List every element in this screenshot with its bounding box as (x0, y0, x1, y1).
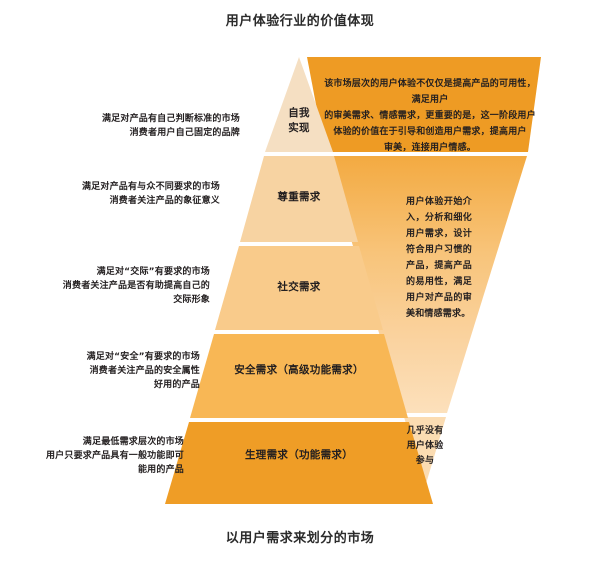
pyramid-shape (165, 57, 433, 504)
note-line-2: 用户只要求产品具有一般功能即可 (45, 451, 184, 461)
pyramid-tier-label-2: 尊重需求 (277, 191, 321, 203)
funnel-bottom-line-1: 几乎没有 (406, 426, 444, 436)
note-line-2: 消费者关注产品的象征意义 (109, 196, 220, 206)
pyramid-tier-2 (240, 156, 358, 242)
pyramid-tier-5 (165, 422, 433, 504)
funnel-segment-middle (326, 156, 527, 413)
funnel-note-bottom: 几乎没有 用户体验 参与 (396, 424, 454, 469)
note-social: 满足对“交际”有要求的市场 消费者关注产品是否有助提高自己的 交际形象 (10, 265, 210, 307)
note-line-1: 满足对产品有自己判断标准的市场 (101, 114, 240, 124)
note-line-2: 消费者用户自己固定的品牌 (129, 128, 240, 138)
note-line-2: 消费者关注产品是否有助提高自己的 (62, 281, 210, 291)
funnel-top-line-1: 该市场层次的用户体验不仅仅是提高产品的可用性，满足用户 (324, 79, 536, 105)
note-line-1: 满足对产品有与众不同要求的市场 (81, 182, 220, 192)
pyramid-tier-1 (265, 57, 333, 152)
page-title: 用户体验行业的价值体现 (225, 14, 375, 29)
note-line-1: 满足对“安全”有要求的市场 (86, 352, 200, 362)
funnel-segment-top (307, 57, 541, 152)
funnel-note-middle: 用户体验开始介入，分析和细化用户需求，设计符合用户习惯的产品，提高产品的易用性，… (406, 197, 472, 319)
pyramid-tier-label-1: 自我 实现 (268, 106, 330, 136)
note-esteem: 满足对产品有与众不同要求的市场 消费者关注产品的象征意义 (20, 180, 220, 208)
note-line-3: 交际形象 (173, 295, 210, 305)
note-line-3: 好用的产品 (153, 380, 200, 390)
funnel-shape (307, 57, 541, 487)
note-self-actualization: 满足对产品有自己判断标准的市场 消费者用户自己固定的品牌 (40, 112, 240, 140)
note-physiological: 满足最低需求层次的市场 用户只要求产品具有一般功能即可 能用的产品 (0, 435, 184, 477)
note-line-1: 满足对“交际”有要求的市场 (96, 267, 210, 277)
note-safety: 满足对“安全”有要求的市场 消费者关注产品的安全属性 好用的产品 (0, 350, 200, 392)
pyramid-tier-label-3: 社交需求 (277, 281, 321, 293)
pyramid-tier-4 (190, 334, 408, 418)
pyramid-tier-label-5: 生理需求（功能需求） (245, 449, 353, 461)
funnel-top-line-4: 审美，连接用户情感。 (383, 143, 476, 153)
note-line-3: 能用的产品 (137, 465, 184, 475)
funnel-note-top: 该市场层次的用户体验不仅仅是提高产品的可用性，满足用户 的审美需求、情感需求，更… (322, 76, 538, 156)
page-caption: 以用户需求来划分的市场 (225, 531, 375, 546)
pyramid-tier-3 (215, 246, 383, 330)
note-line-1: 满足最低需求层次的市场 (82, 437, 184, 447)
funnel-bottom-line-3: 参与 (415, 456, 435, 466)
funnel-bottom-line-2: 用户体验 (406, 441, 444, 451)
funnel-top-line-2: 的审美需求、情感需求，更重要的是，这一阶段用户 (324, 111, 536, 121)
funnel-top-line-3: 体验的价值在于引导和创造用户需求，提高用户 (333, 127, 527, 137)
pyramid-tier-label-4: 安全需求（高级功能需求） (234, 364, 364, 376)
note-line-2: 消费者关注产品的安全属性 (89, 366, 200, 376)
funnel-segment-bottom (404, 417, 446, 487)
tier-label-line: 自我 实现 (288, 107, 310, 134)
